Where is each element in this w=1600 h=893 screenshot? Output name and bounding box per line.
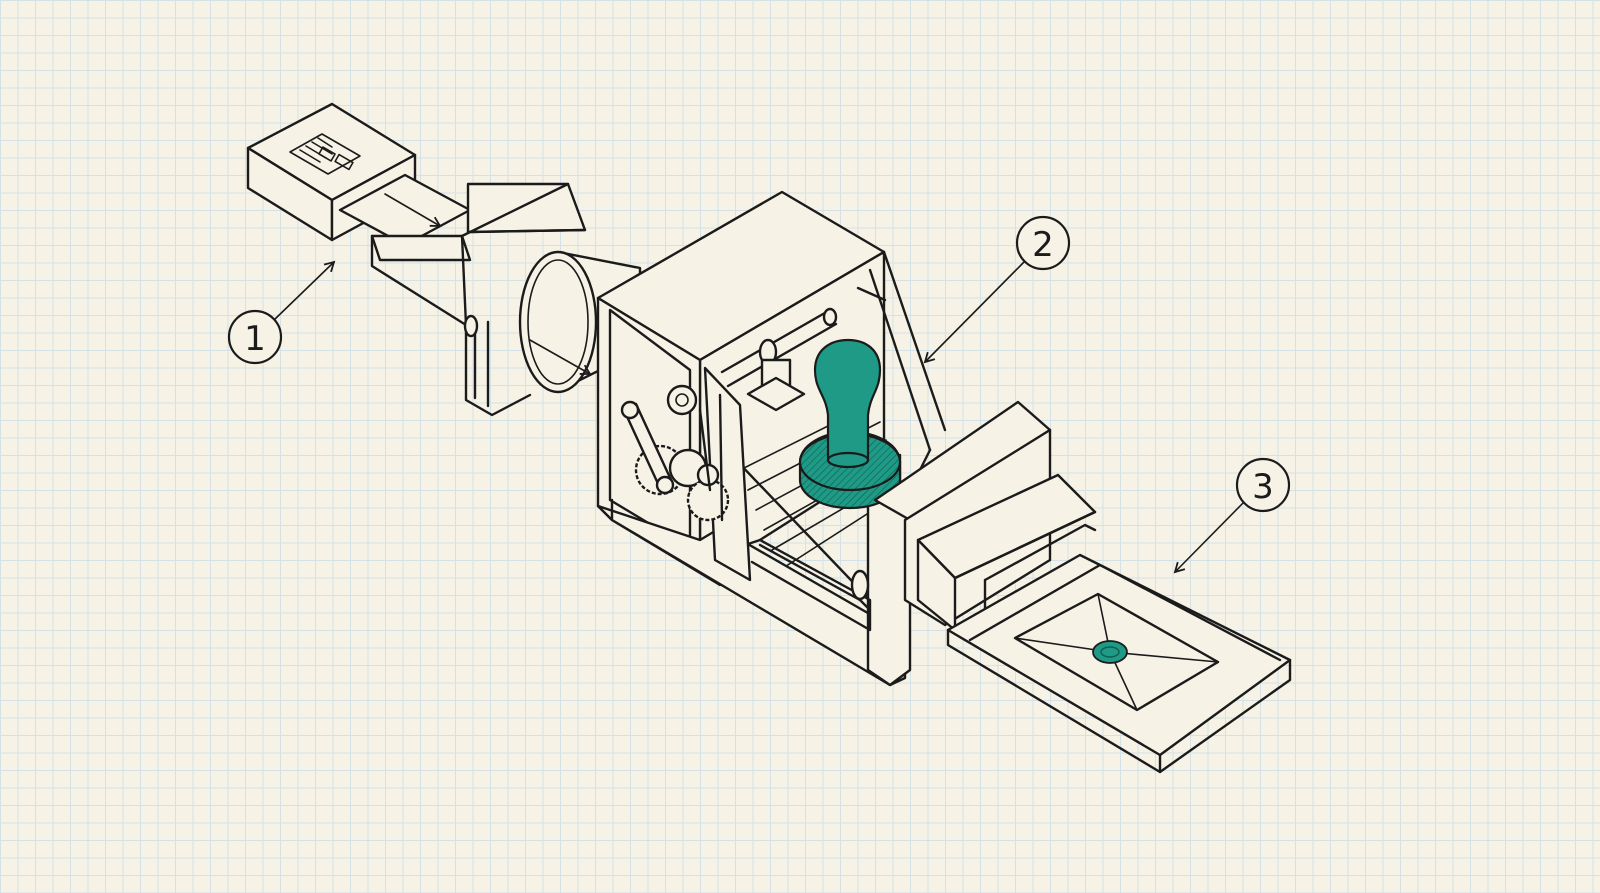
document-icon (289, 133, 361, 175)
rubber-stamp (798, 338, 902, 510)
gear-mechanism (620, 384, 730, 522)
callout-2: 2 (923, 215, 1071, 364)
carriage-rails (720, 307, 838, 412)
callout-number-3: 3 (1252, 467, 1274, 507)
callout-1: 1 (227, 260, 336, 365)
hopper-frame (370, 182, 587, 417)
callout-number-2: 2 (1032, 225, 1054, 265)
callout-number-1: 1 (244, 319, 266, 359)
sealed-envelope (1013, 592, 1220, 712)
callout-3: 3 (1173, 457, 1291, 574)
